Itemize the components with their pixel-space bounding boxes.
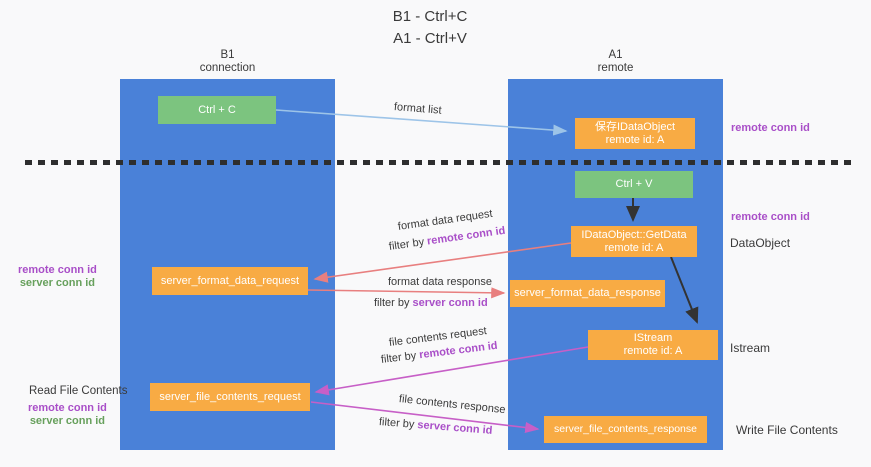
node-save-idataobject-line1: 保存IDataObject [594, 120, 676, 133]
arrow-format-data-request [313, 242, 572, 283]
node-getdata-line1: IDataObject::GetData [581, 228, 687, 241]
left-file-server-conn-id: server conn id [29, 415, 106, 427]
node-format-request-label: server_format_data_request [160, 274, 300, 287]
right-annotation-istream: Istream [730, 341, 771, 355]
diagram-title: B1 - Ctrl+C A1 - Ctrl+V [330, 6, 530, 50]
title-line-1: B1 - Ctrl+C [392, 8, 468, 25]
arrow-format-list [275, 109, 568, 136]
node-save-idataobject: 保存IDataObject remote id: A [575, 118, 695, 149]
title-line-2: A1 - Ctrl+V [393, 30, 467, 47]
node-server-format-data-request: server_format_data_request [152, 267, 308, 295]
lane-b1-name: B1 [220, 49, 235, 61]
node-istream-line2: remote id: A [623, 345, 683, 357]
flow-label-format-data-response: format data response [388, 276, 492, 288]
node-ctrl-v-label: Ctrl + V [615, 178, 653, 190]
node-ctrl-c-label: Ctrl + C [198, 103, 236, 116]
node-save-idataobject-line2: remote id: A [605, 133, 665, 146]
left-annotation-read-file-contents: Read File Contents [29, 385, 128, 397]
left-file-remote-conn-id: remote conn id [28, 402, 107, 414]
arrow-file-contents-request [314, 346, 589, 396]
right-annotation-remote-conn-id-mid: remote conn id [731, 211, 810, 223]
lane-header-b1: B1 connection [120, 49, 335, 75]
lane-header-a1: A1 remote [508, 49, 723, 75]
node-server-file-contents-request: server_file_contents_request [150, 383, 310, 411]
node-ctrl-c: Ctrl + C [158, 96, 276, 124]
right-annotation-write-file-contents: Write File Contents [736, 423, 838, 437]
left-format-server-conn-id: server conn id [19, 277, 96, 289]
arrow-format-data-response [307, 287, 506, 299]
lane-a1-name: A1 [608, 49, 623, 61]
node-ctrl-v: Ctrl + V [575, 171, 693, 198]
lane-b1-sub: connection [199, 62, 256, 74]
node-format-response-label: server_format_data_response [514, 287, 661, 299]
filter-prefix: filter by [374, 297, 413, 309]
left-annotation-format-conn-ids: remote conn id server conn id [18, 264, 97, 290]
dashed-separator-line [25, 160, 856, 165]
lane-a1-sub: remote [597, 62, 634, 74]
node-istream-line1: IStream [633, 332, 673, 344]
node-file-response-label: server_file_contents_response [553, 423, 697, 435]
node-getdata-line2: remote id: A [604, 241, 664, 254]
left-format-remote-conn-id: remote conn id [18, 264, 97, 276]
left-annotation-file-conn-ids: remote conn id server conn id [28, 402, 107, 428]
right-annotation-dataobject: DataObject [730, 236, 791, 250]
arrow-getdata-to-istream [670, 256, 699, 324]
node-server-format-data-response: server_format_data_response [510, 280, 665, 307]
right-annotation-remote-conn-id-top: remote conn id [731, 122, 810, 134]
node-idataobject-getdata: IDataObject::GetData remote id: A [571, 226, 697, 257]
filter-key-server-conn-id: server conn id [412, 297, 488, 309]
arrow-file-contents-response [310, 401, 540, 434]
node-file-request-label: server_file_contents_request [159, 390, 301, 403]
node-server-file-contents-response: server_file_contents_response [544, 416, 707, 443]
node-istream: IStream remote id: A [588, 330, 718, 360]
flow-label-format-response-filter: filter by server conn id [374, 297, 488, 309]
